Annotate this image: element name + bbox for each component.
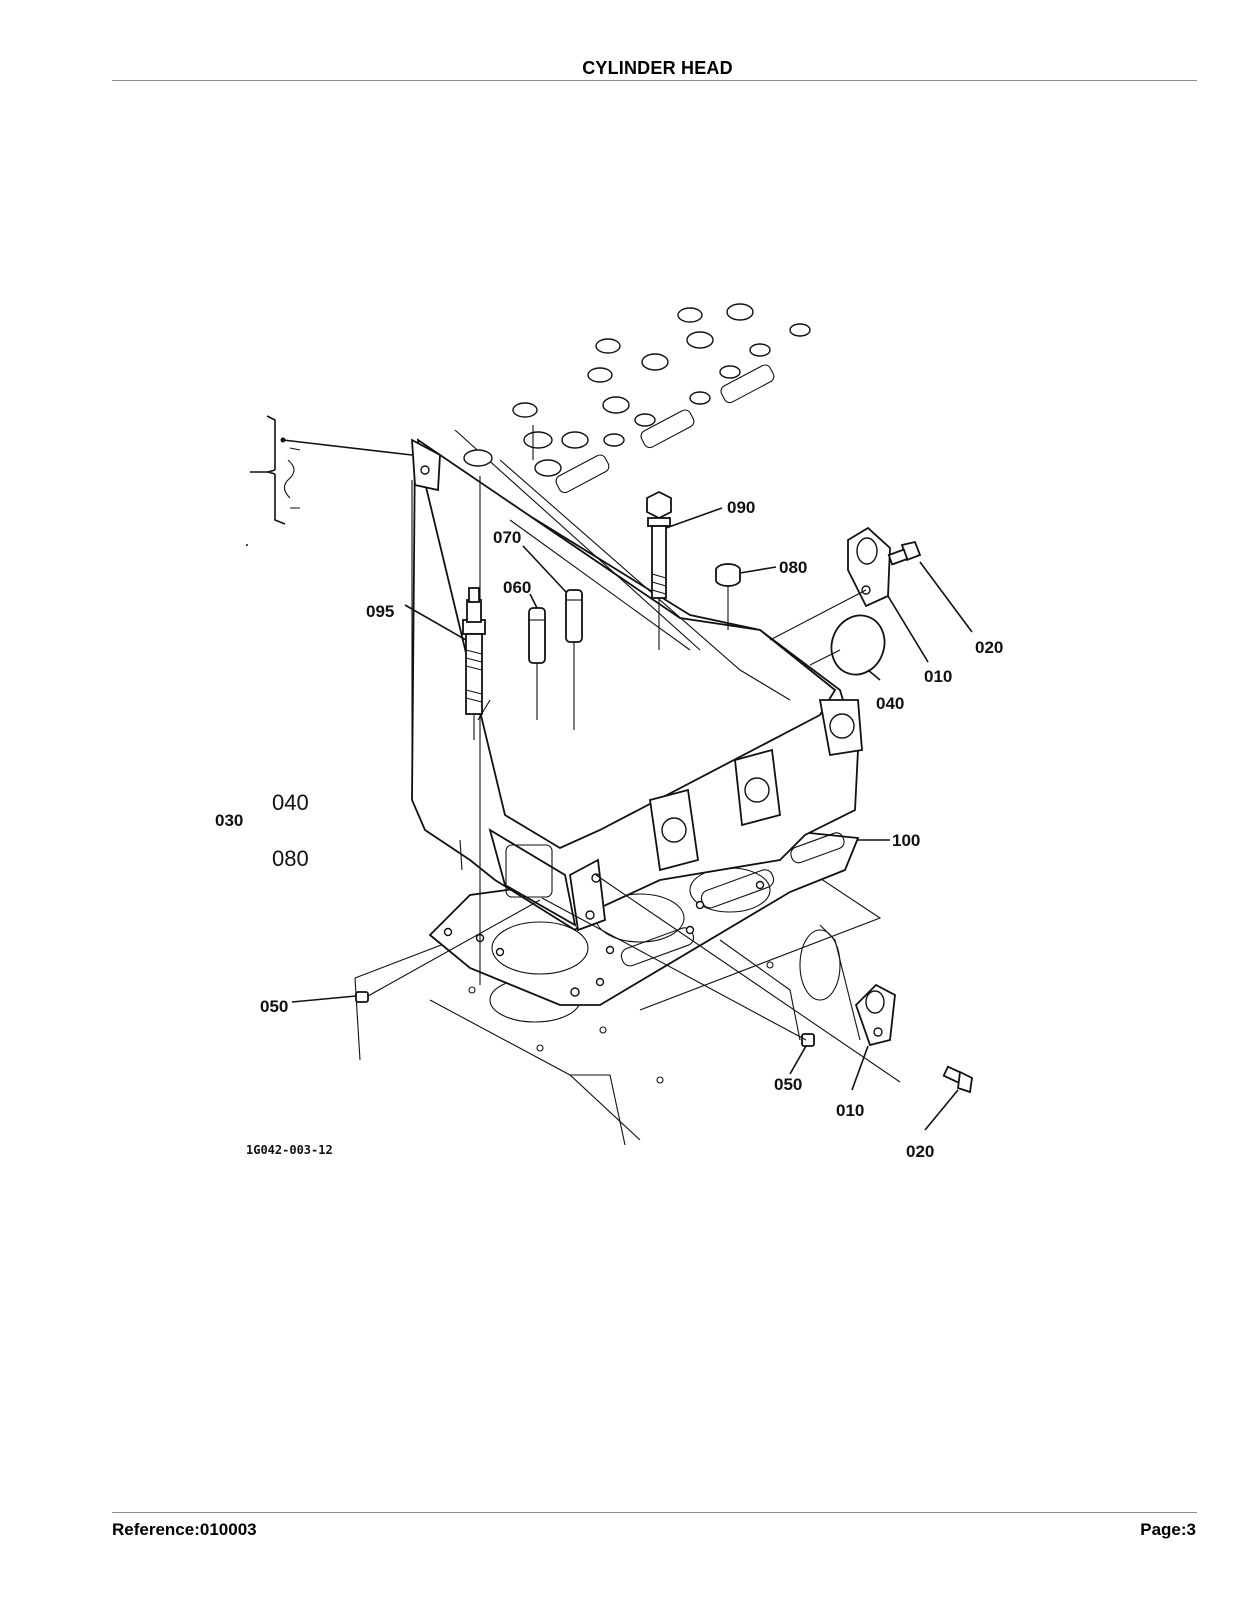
- footer-rule: [112, 1512, 1197, 1513]
- speck: [246, 544, 248, 546]
- page-number: Page:3: [1140, 1520, 1196, 1539]
- seal-080: [715, 563, 741, 630]
- callout-010-lower: 010: [836, 1101, 864, 1120]
- group-range-start: 040: [272, 790, 309, 815]
- callout-050-right: 050: [774, 1075, 802, 1094]
- callout-060: 060: [503, 578, 531, 597]
- group-bracket-030: [250, 415, 301, 525]
- stud-095: [462, 587, 491, 740]
- valve-guide-070: [565, 589, 583, 730]
- callout-020-upper: 020: [975, 638, 1003, 657]
- callout-030: 030: [215, 811, 243, 830]
- callout-040: 040: [876, 694, 904, 713]
- leader-dot: [280, 437, 286, 443]
- bolt-020-lower: [942, 1065, 973, 1094]
- bolt-020-upper: [887, 540, 922, 566]
- page-title: CYLINDER HEAD: [582, 58, 733, 78]
- callout-095: 095: [366, 602, 394, 621]
- figure-code: 1G042-003-12: [246, 1143, 333, 1157]
- header-rule: [112, 80, 1197, 81]
- cylinder-head: [410, 303, 863, 985]
- callout-070: 070: [493, 528, 521, 547]
- bolt-090: [646, 490, 672, 650]
- dowel-050-left: [355, 991, 369, 1003]
- engine-hanger-upper: [847, 526, 891, 608]
- callout-090: 090: [727, 498, 755, 517]
- plug-040: [830, 614, 886, 676]
- callout-020-lower: 020: [906, 1142, 934, 1161]
- leader-lines: [282, 439, 973, 1131]
- callout-050-left: 050: [260, 997, 288, 1016]
- callout-010-upper: 010: [924, 667, 952, 686]
- callout-100: 100: [892, 831, 920, 850]
- reference-label: Reference:010003: [112, 1520, 257, 1539]
- group-range-end: 080: [272, 846, 309, 871]
- engine-hanger-lower: [854, 983, 896, 1047]
- callout-080: 080: [779, 558, 807, 577]
- dowel-050-right: [801, 1033, 815, 1047]
